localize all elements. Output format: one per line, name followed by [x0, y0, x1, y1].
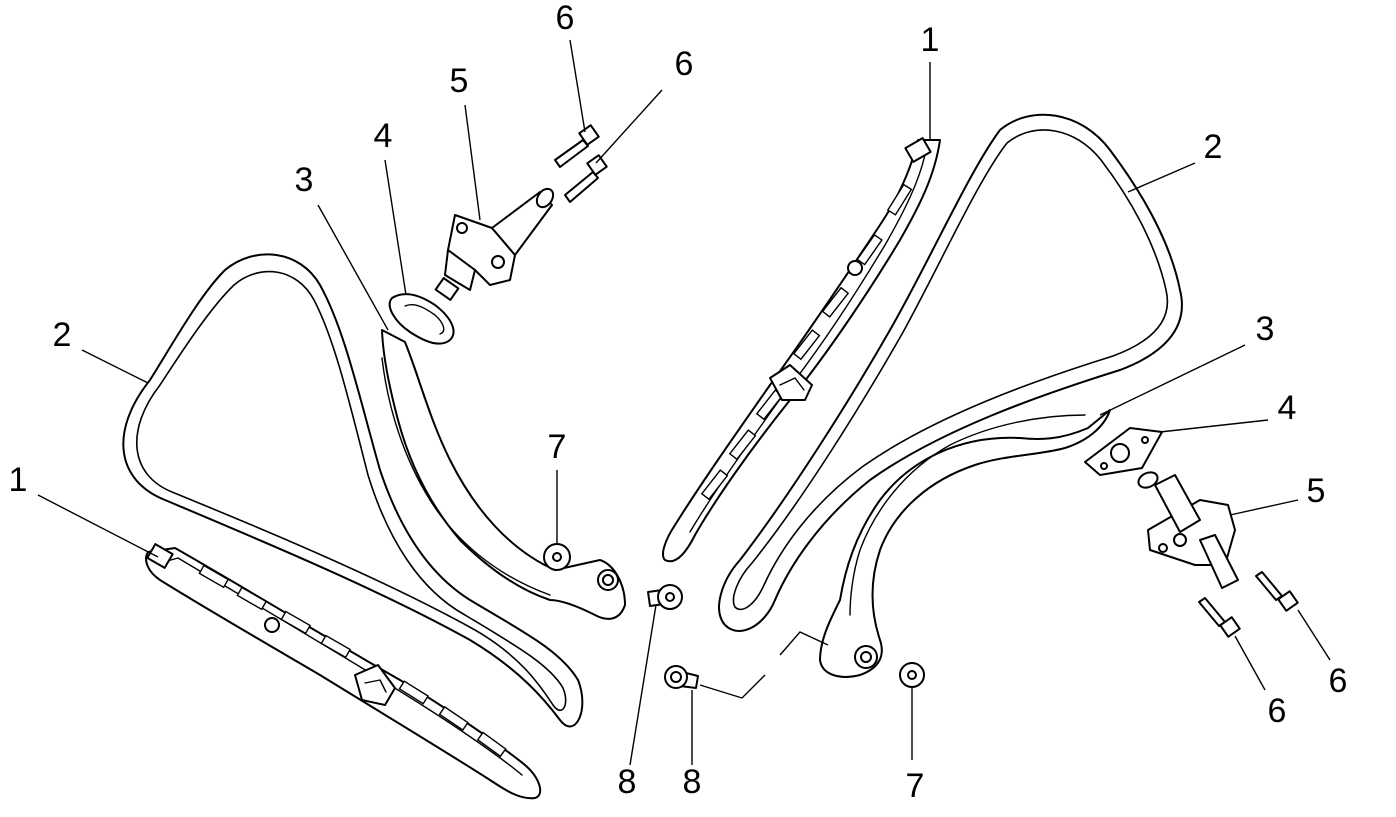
leader-right-3-extension: [779, 631, 829, 656]
callout-left-5: 5: [450, 62, 469, 100]
left-tensioner-gasket: [388, 293, 455, 345]
right-tensioner-guide: [819, 409, 1111, 678]
leader-left-4: [384, 159, 407, 296]
callout-left-7: 7: [548, 428, 567, 466]
left-timing-chain: [122, 253, 584, 728]
callout-labels: 1 2 3 4 5 6 6 7 8 1 2 3 4 5 6 6 7 8: [9, 0, 1348, 805]
callout-right-3: 3: [1256, 310, 1275, 348]
leader-lines: [37, 39, 1331, 766]
callout-left-8: 8: [618, 763, 637, 801]
callout-right-7: 7: [906, 767, 925, 805]
leader-right-6b: [1297, 609, 1331, 661]
leader-right-2: [1127, 162, 1196, 193]
leader-left-6a: [569, 39, 586, 133]
leader-right-8-extension: [699, 674, 766, 699]
leader-left-1: [37, 494, 159, 558]
leader-left-8: [629, 604, 657, 766]
right-timing-chain: [718, 113, 1183, 632]
right-chain-tensioner: [1137, 471, 1239, 589]
right-tensioner-bolt-lower: [1198, 597, 1241, 638]
leader-left-6b: [595, 89, 663, 164]
callout-left-1: 1: [9, 461, 28, 499]
right-pivot-bolt: [664, 665, 699, 689]
callout-right-6b: 6: [1329, 662, 1348, 700]
callout-right-2: 2: [1204, 128, 1223, 166]
left-tensioner-guide: [381, 329, 626, 620]
callout-right-6a: 6: [1268, 692, 1287, 730]
right-washer: [899, 662, 925, 688]
left-chain-tensioner: [434, 187, 555, 301]
leader-left-2: [81, 349, 149, 384]
callout-left-6b: 6: [675, 45, 694, 83]
callout-left-3: 3: [295, 161, 314, 199]
leader-left-3: [317, 204, 389, 331]
left-pivot-bolt: [647, 584, 683, 610]
left-fixed-chain-guide: [145, 543, 542, 800]
callout-left-4: 4: [374, 117, 393, 155]
leader-right-6a: [1234, 635, 1266, 691]
callout-right-5: 5: [1307, 472, 1326, 510]
callout-right-8: 8: [683, 763, 702, 801]
leader-right-4: [1159, 419, 1269, 433]
callout-left-6a: 6: [556, 0, 575, 37]
right-fixed-chain-guide: [662, 137, 941, 563]
leader-right-3: [1099, 344, 1246, 416]
callout-right-1: 1: [921, 21, 940, 59]
left-tensioner-bolt-lower: [564, 154, 608, 203]
callout-right-4: 4: [1278, 389, 1297, 427]
callout-left-2: 2: [53, 316, 72, 354]
leader-left-5: [464, 104, 481, 221]
left-washer: [543, 543, 571, 571]
leader-right-5: [1229, 499, 1299, 516]
right-tensioner-bolt-upper: [1255, 571, 1299, 612]
right-tensioner-gasket: [1084, 427, 1163, 476]
